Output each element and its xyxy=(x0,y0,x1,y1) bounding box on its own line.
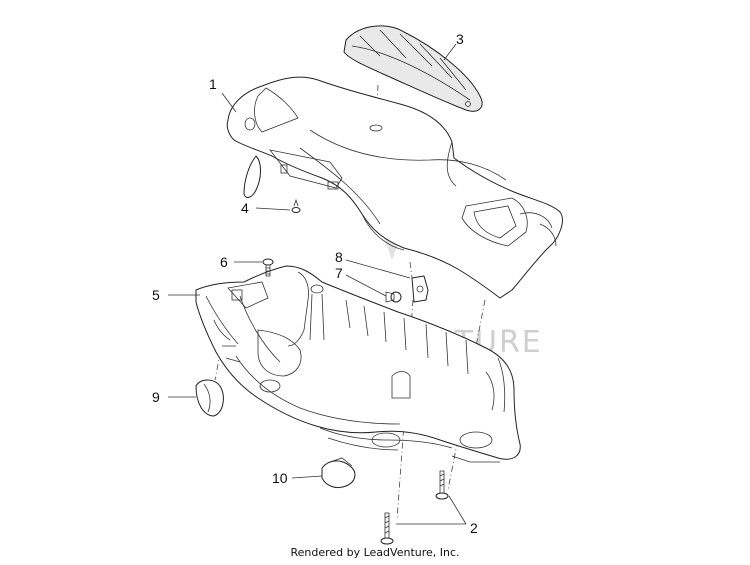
part-5-lower-cover[interactable] xyxy=(195,265,521,463)
part-6-screw[interactable] xyxy=(262,258,274,277)
callout-2: 2 xyxy=(470,520,478,536)
callout-4: 4 xyxy=(241,200,249,216)
callout-7: 7 xyxy=(335,265,343,281)
part-8-clip-nut[interactable] xyxy=(411,275,429,303)
part-3-top-cover[interactable] xyxy=(343,25,483,112)
footer-credit: Rendered by LeadVenture, Inc. xyxy=(290,546,459,559)
leader-lines xyxy=(168,43,467,525)
part-1-upper-cover[interactable] xyxy=(226,76,563,299)
callout-labels: 1 3 4 6 8 7 5 9 10 2 xyxy=(152,31,478,536)
part-9-cap[interactable] xyxy=(195,379,224,417)
callout-1: 1 xyxy=(209,76,217,92)
part-4-screw[interactable] xyxy=(291,198,301,213)
part-7-bolt[interactable] xyxy=(385,291,402,303)
callout-10: 10 xyxy=(272,470,288,486)
callout-5: 5 xyxy=(152,287,160,303)
part-10-trim[interactable] xyxy=(321,457,356,489)
callout-8: 8 xyxy=(335,249,343,265)
callout-3: 3 xyxy=(456,31,464,47)
callout-6: 6 xyxy=(220,254,228,270)
callout-9: 9 xyxy=(152,389,160,405)
part-2-screws[interactable] xyxy=(380,470,449,545)
